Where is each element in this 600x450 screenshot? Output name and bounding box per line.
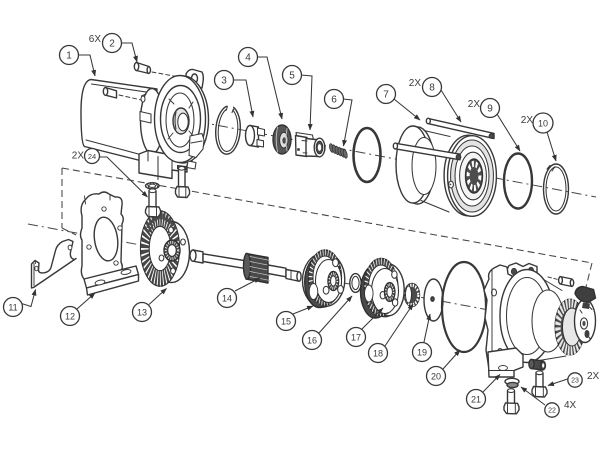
svg-text:9: 9 — [487, 104, 493, 115]
svg-text:20: 20 — [431, 372, 441, 382]
svg-text:13: 13 — [137, 308, 147, 318]
svg-text:2X: 2X — [72, 151, 85, 162]
svg-text:6: 6 — [331, 95, 337, 106]
svg-text:2X: 2X — [409, 78, 422, 89]
svg-text:16: 16 — [307, 336, 317, 346]
svg-text:2: 2 — [109, 39, 115, 50]
svg-text:7: 7 — [383, 90, 389, 101]
svg-text:1: 1 — [66, 51, 72, 62]
svg-text:8: 8 — [429, 83, 435, 94]
svg-text:14: 14 — [222, 294, 232, 304]
svg-text:2X: 2X — [468, 99, 481, 110]
svg-text:22: 22 — [548, 408, 556, 415]
svg-text:3: 3 — [221, 76, 227, 87]
svg-text:18: 18 — [373, 349, 383, 359]
svg-text:5: 5 — [289, 71, 295, 82]
svg-text:24: 24 — [88, 152, 96, 161]
svg-text:11: 11 — [8, 303, 17, 313]
svg-text:19: 19 — [417, 348, 427, 358]
svg-text:4X: 4X — [564, 400, 577, 411]
svg-text:12: 12 — [65, 312, 75, 322]
svg-text:2X: 2X — [521, 115, 534, 126]
svg-text:6X: 6X — [89, 34, 102, 45]
svg-text:15: 15 — [281, 317, 291, 327]
svg-text:23: 23 — [571, 378, 579, 385]
svg-text:21: 21 — [471, 395, 481, 405]
svg-text:17: 17 — [351, 333, 361, 343]
svg-text:10: 10 — [538, 119, 548, 129]
svg-text:2X: 2X — [587, 371, 600, 382]
svg-text:4: 4 — [245, 53, 251, 64]
